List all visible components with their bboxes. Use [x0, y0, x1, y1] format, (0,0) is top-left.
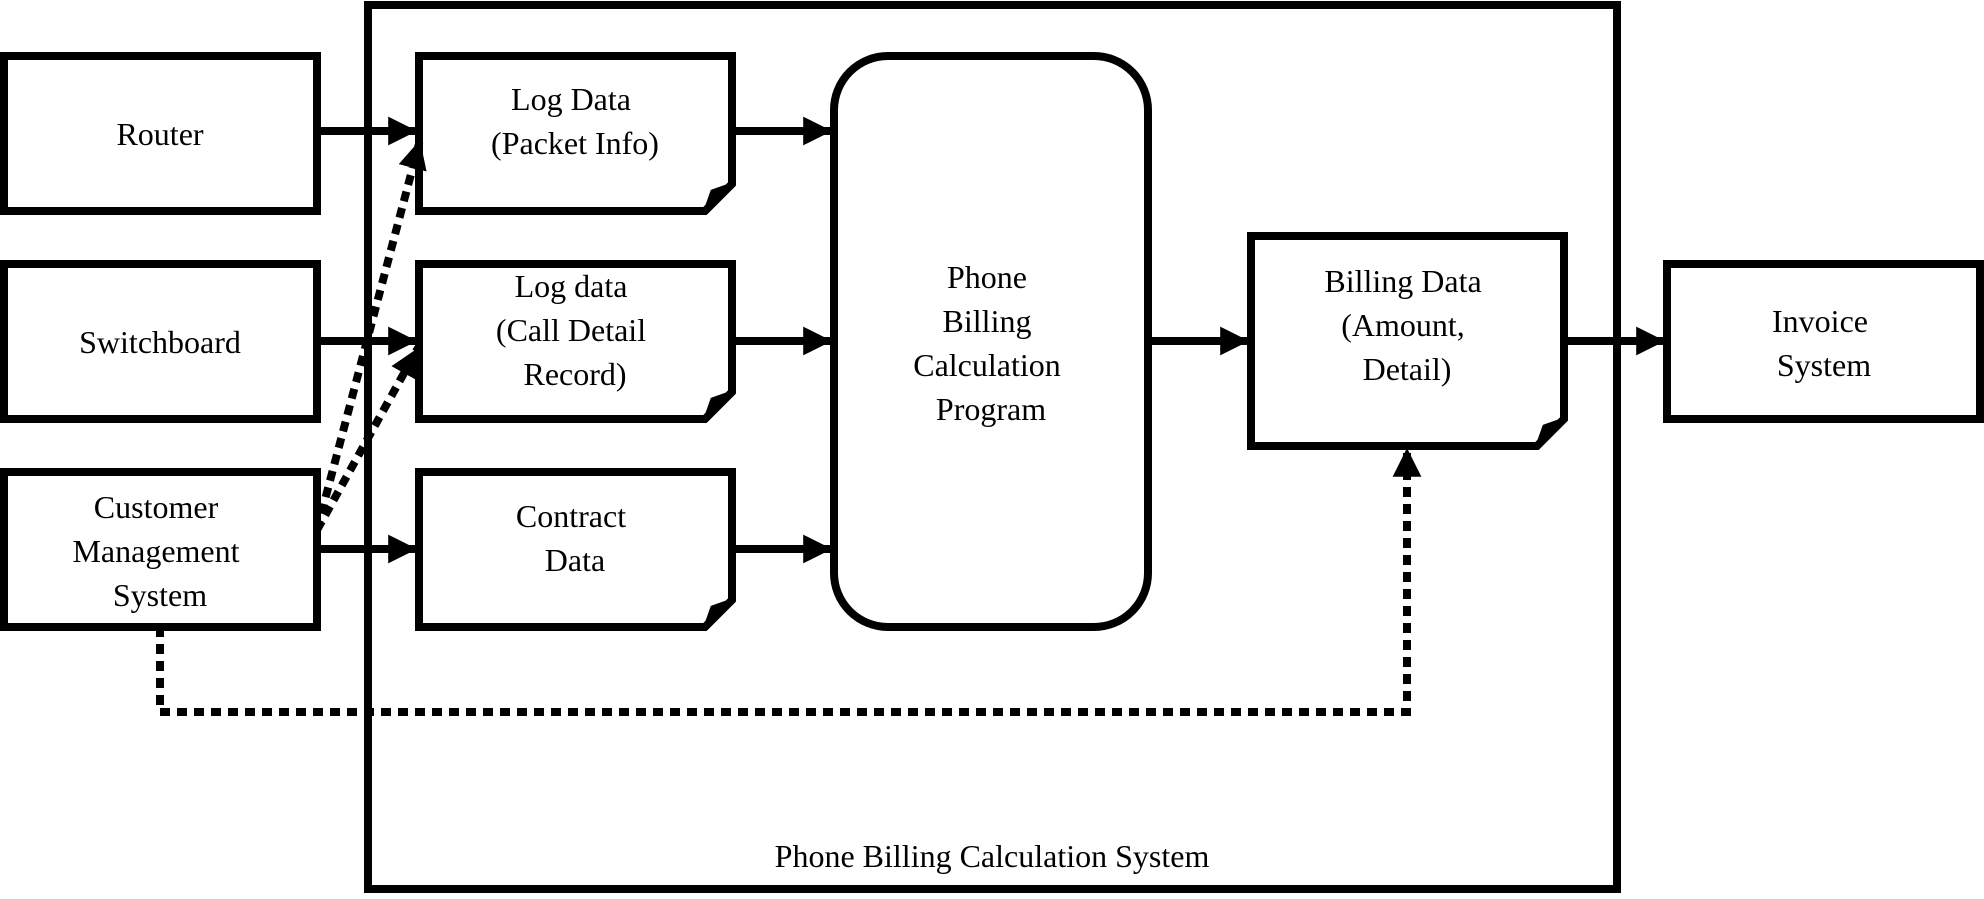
log-call-document: Log data (Call Detail Record) — [415, 260, 736, 423]
router-label: Router — [116, 116, 203, 152]
contract-label: Contract Data — [516, 498, 634, 578]
customer-management-label: Customer Management System — [72, 489, 247, 613]
customer-management-box: Customer Management System — [0, 468, 321, 631]
billing-program-label: Phone Billing Calculation Program — [913, 259, 1069, 427]
log-packet-document: Log Data (Packet Info) — [415, 52, 736, 215]
log-packet-label: Log Data (Packet Info) — [491, 81, 659, 161]
system-boundary — [364, 1, 1621, 893]
solid-arrows — [317, 116, 1665, 564]
system-label: Phone Billing Calculation System — [775, 838, 1210, 874]
dotted-arrow-customer-to-log-call — [313, 346, 422, 532]
log-call-label: Log data (Call Detail Record) — [496, 268, 654, 392]
billing-program-box: Phone Billing Calculation Program — [830, 52, 1152, 631]
switchboard-label: Switchboard — [79, 324, 241, 360]
switchboard-box: Switchboard — [0, 260, 321, 423]
contract-document: Contract Data — [415, 468, 736, 631]
invoice-system-label: Invoice System — [1772, 303, 1876, 383]
billing-data-document: Billing Data (Amount, Detail) — [1247, 232, 1568, 450]
billing-data-label: Billing Data (Amount, Detail) — [1324, 263, 1489, 387]
dotted-arrows — [156, 138, 1422, 716]
router-box: Router — [0, 52, 321, 215]
invoice-system-box: Invoice System — [1663, 260, 1984, 423]
dotted-arrow-customer-to-billing — [156, 448, 1422, 716]
